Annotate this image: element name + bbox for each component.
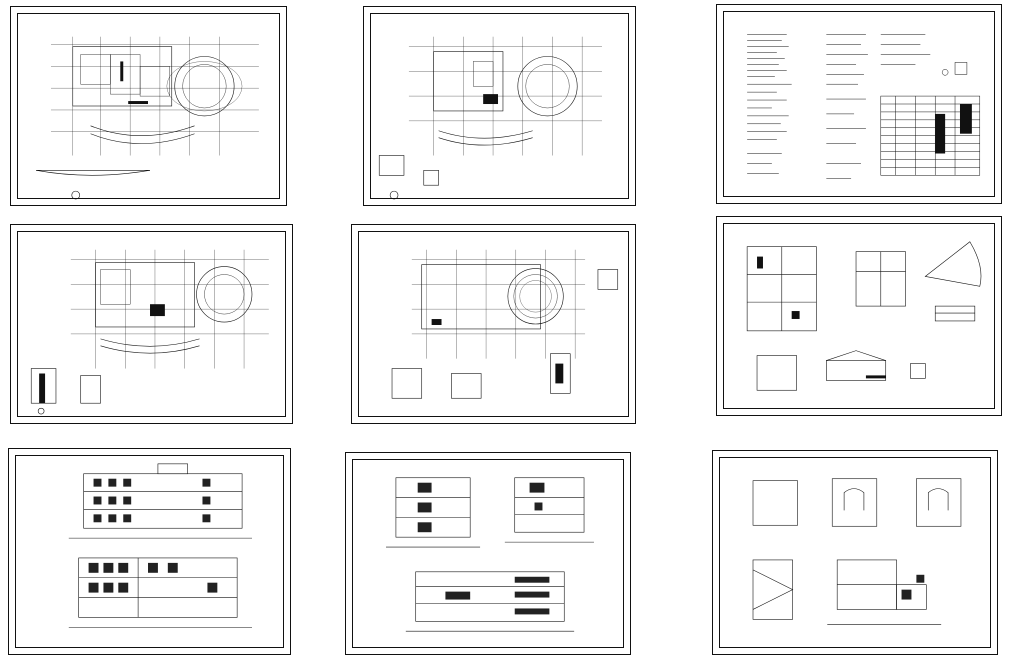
design-notes-drawing xyxy=(747,34,981,179)
sheet-border xyxy=(370,13,629,199)
stair-sections-drawing xyxy=(752,478,962,625)
sheet-border xyxy=(17,231,286,417)
drawing-sheet-plan-floor-2[interactable] xyxy=(363,6,636,206)
side-elevations-section-drawing xyxy=(386,477,594,632)
stair-toilet-details-drawing xyxy=(746,241,982,391)
elevations-drawing xyxy=(68,463,252,628)
sheet-border xyxy=(358,231,629,417)
sheet-border xyxy=(723,223,995,409)
drawing-sheet-roof-plan[interactable] xyxy=(351,224,636,424)
drawing-sheet-front-rear-elevations[interactable] xyxy=(8,448,291,655)
floor-plan-1-drawing xyxy=(36,36,259,200)
drawing-sheet-stair-toilet-details[interactable] xyxy=(716,216,1002,416)
drawing-sheet-design-notes[interactable] xyxy=(716,4,1002,204)
sheet-border xyxy=(723,11,995,197)
sheet-border xyxy=(17,13,280,199)
sheet-border xyxy=(352,459,624,648)
sheet-border xyxy=(719,457,991,648)
drawing-sheet-plan-floor-1[interactable] xyxy=(10,6,287,206)
drawing-sheet-stair-sections[interactable] xyxy=(712,450,998,655)
sheet-border xyxy=(15,455,284,648)
floor-plan-2-drawing xyxy=(378,36,602,200)
drawing-sheet-side-elevations-section[interactable] xyxy=(345,452,631,655)
drawing-sheet-plan-floor-3[interactable] xyxy=(10,224,293,424)
roof-plan-drawing xyxy=(391,249,619,399)
floor-plan-3-drawing xyxy=(30,249,269,415)
